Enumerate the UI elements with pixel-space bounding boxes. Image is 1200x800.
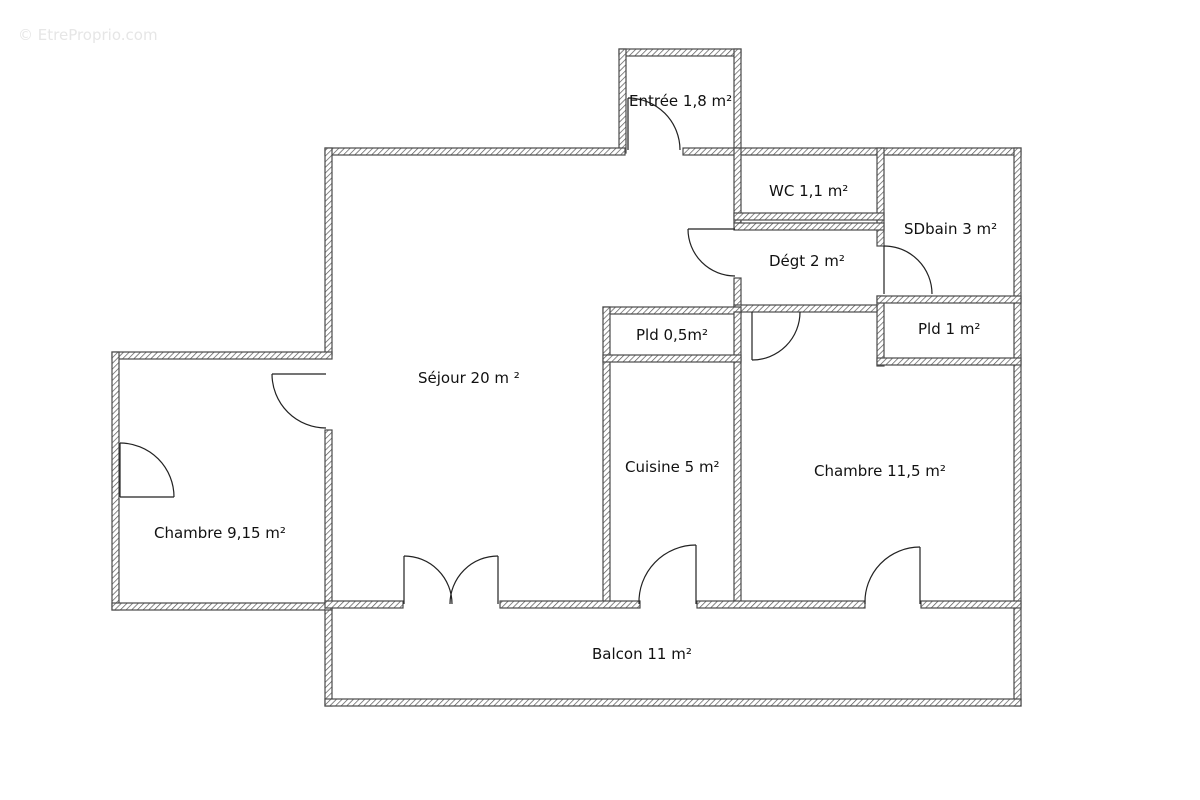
room-label-degt: Dégt 2 m² xyxy=(769,252,845,270)
room-label-cuisine: Cuisine 5 m² xyxy=(625,458,720,476)
doors xyxy=(119,97,933,605)
room-label-balcon: Balcon 11 m² xyxy=(592,645,692,663)
watermark: © EtreProprio.com xyxy=(18,26,158,44)
room-label-sejour: Séjour 20 m ² xyxy=(418,369,520,387)
room-label-pld-1: Pld 0,5m² xyxy=(636,326,708,344)
room-label-entree: Entrée 1,8 m² xyxy=(629,92,732,110)
room-label-chambre-1: Chambre 9,15 m² xyxy=(154,524,286,542)
walls xyxy=(111,48,1022,707)
room-label-sdbain: SDbain 3 m² xyxy=(904,220,997,238)
room-label-pld-2: Pld 1 m² xyxy=(918,320,980,338)
room-label-chambre-2: Chambre 11,5 m² xyxy=(814,462,946,480)
room-label-wc: WC 1,1 m² xyxy=(769,182,848,200)
room-labels: Entrée 1,8 m² WC 1,1 m² SDbain 3 m² Dégt… xyxy=(154,92,997,663)
